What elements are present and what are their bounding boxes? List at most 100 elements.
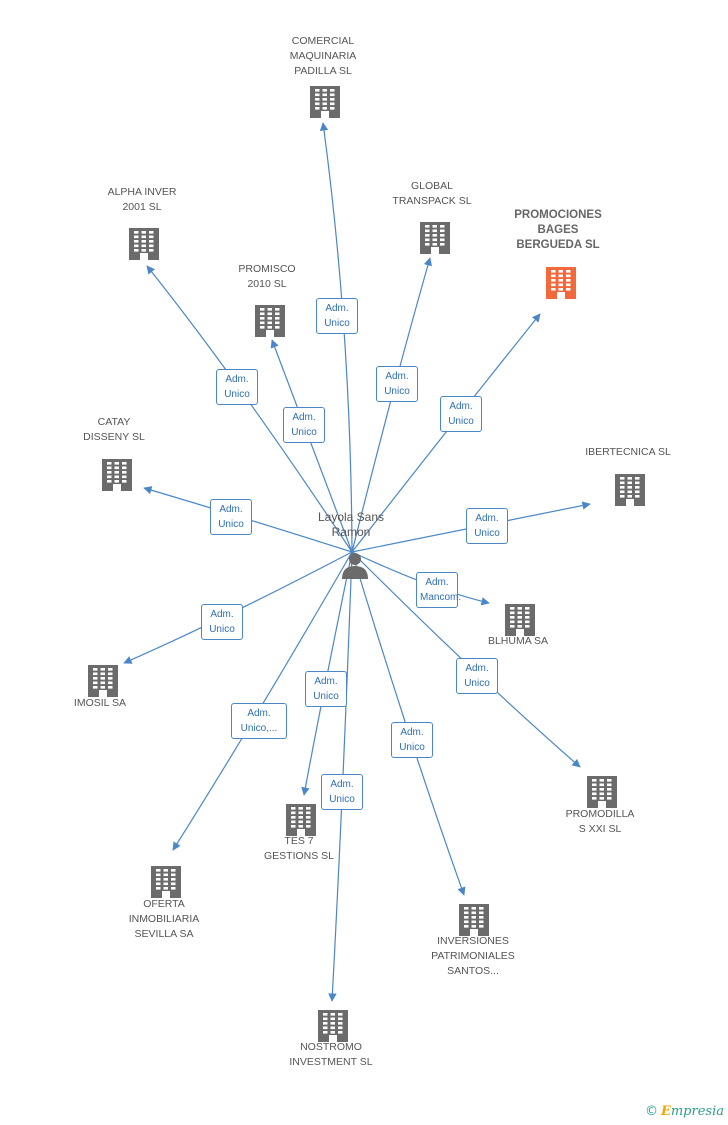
building-window bbox=[93, 672, 98, 676]
building-window bbox=[267, 308, 272, 311]
building-window bbox=[620, 477, 625, 480]
company-name-nostromo[interactable]: NOSTROMO INVESTMENT SL bbox=[289, 1041, 373, 1068]
building-window bbox=[432, 225, 437, 228]
building-window bbox=[330, 1031, 335, 1034]
company-name-catay[interactable]: CATAY DISSENY SL bbox=[83, 416, 145, 443]
building-window bbox=[149, 249, 154, 252]
building-window bbox=[156, 887, 161, 890]
building-window bbox=[479, 916, 484, 919]
building-window bbox=[149, 235, 154, 239]
relation-label-global[interactable]: Adm. Unico bbox=[376, 366, 418, 402]
building-window bbox=[592, 788, 597, 791]
building-window bbox=[635, 495, 640, 498]
building-window bbox=[510, 616, 515, 619]
building-window bbox=[592, 783, 597, 787]
building-window bbox=[107, 462, 112, 465]
relation-label-ibertecnica[interactable]: Adm. Unico bbox=[466, 508, 508, 544]
building-window bbox=[306, 816, 311, 819]
relation-label-tes7[interactable]: Adm. Unico bbox=[305, 671, 347, 707]
company-name-ibertecnica[interactable]: IBERTECNICA SL bbox=[585, 446, 671, 458]
relation-label-inversiones[interactable]: Adm. Unico bbox=[391, 722, 433, 758]
building-window bbox=[607, 788, 612, 791]
building-window bbox=[149, 244, 154, 248]
building-window bbox=[149, 231, 154, 234]
building-window bbox=[156, 869, 161, 872]
company-name-comercial[interactable]: COMERCIAL MAQUINARIA PADILLA SL bbox=[289, 35, 357, 77]
company-name-promociones[interactable]: PROMOCIONES BAGES BERGUEDA SL bbox=[514, 209, 602, 251]
building-window bbox=[517, 611, 522, 615]
relation-label-oferta[interactable]: Adm. Unico,... bbox=[231, 703, 287, 739]
company-name-blhuma[interactable]: BLHUMA SA bbox=[487, 635, 549, 647]
building-window bbox=[171, 887, 176, 890]
building-window bbox=[525, 625, 530, 628]
company-name-oferta[interactable]: OFERTA INMOBILIARIA SEVILLA SA bbox=[128, 898, 200, 940]
building-window bbox=[114, 466, 119, 470]
building-window bbox=[525, 620, 530, 624]
building-window bbox=[323, 1026, 328, 1030]
building-window bbox=[291, 811, 296, 815]
building-window bbox=[592, 797, 597, 800]
building-window bbox=[464, 911, 469, 915]
building-window bbox=[471, 925, 476, 928]
building-window bbox=[114, 480, 119, 483]
person-name[interactable]: Layola Sans Ramon bbox=[317, 510, 385, 539]
building-window bbox=[525, 611, 530, 615]
relation-label-comercial[interactable]: Adm. Unico bbox=[316, 298, 358, 334]
building-window bbox=[323, 1017, 328, 1021]
building-window bbox=[338, 1013, 343, 1016]
relation-label-alpha[interactable]: Adm. Unico bbox=[216, 369, 258, 405]
building-window bbox=[306, 811, 311, 815]
building-window bbox=[566, 283, 571, 287]
building-window bbox=[464, 925, 469, 928]
building-window bbox=[107, 480, 112, 483]
person-icon[interactable] bbox=[342, 553, 368, 579]
building-window bbox=[599, 788, 604, 791]
building-window bbox=[566, 288, 571, 291]
company-name-global[interactable]: GLOBAL TRANSPACK SL bbox=[392, 180, 472, 207]
building-window bbox=[551, 288, 556, 291]
building-window bbox=[291, 825, 296, 828]
company-name-tes7[interactable]: TES 7 GESTIONS SL bbox=[263, 835, 335, 862]
building-window bbox=[108, 677, 113, 680]
building-window bbox=[510, 607, 515, 610]
company-name-alpha[interactable]: ALPHA INVER 2001 SL bbox=[107, 186, 177, 213]
company-name-promisco[interactable]: PROMISCO 2010 SL bbox=[238, 263, 296, 290]
building-window bbox=[517, 607, 522, 610]
building-window bbox=[275, 321, 280, 325]
building-window bbox=[635, 477, 640, 480]
relation-label-promociones[interactable]: Adm. Unico bbox=[440, 396, 482, 432]
building-window bbox=[267, 321, 272, 325]
building-window bbox=[425, 229, 430, 233]
relation-label-nostromo[interactable]: Adm. Unico bbox=[321, 774, 363, 810]
building-window bbox=[315, 89, 320, 92]
relation-label-imosil[interactable]: Adm. Unico bbox=[201, 604, 243, 640]
building-window bbox=[322, 102, 327, 106]
building-window bbox=[338, 1017, 343, 1021]
building-window bbox=[330, 1013, 335, 1016]
company-name-imosil[interactable]: IMOSIL SA bbox=[73, 697, 127, 709]
company-name-promodilla[interactable]: PROMODILLA S XXI SL bbox=[565, 808, 635, 835]
company-name-inversiones[interactable]: INVERSIONES PATRIMONIALES SANTOS... bbox=[431, 935, 515, 977]
building-window bbox=[599, 797, 604, 800]
relation-label-promisco[interactable]: Adm. Unico bbox=[283, 407, 325, 443]
building-window bbox=[479, 911, 484, 915]
building-window bbox=[517, 620, 522, 624]
building-window bbox=[156, 882, 161, 886]
building-window bbox=[510, 611, 515, 615]
edge-global bbox=[351, 257, 432, 553]
relation-label-blhuma[interactable]: Adm. Mancom. bbox=[416, 572, 461, 608]
building-window bbox=[510, 625, 515, 628]
building-window bbox=[93, 668, 98, 671]
building-window bbox=[141, 244, 146, 248]
building-window bbox=[566, 279, 571, 282]
building-window bbox=[122, 475, 127, 479]
building-window bbox=[108, 668, 113, 671]
relation-label-catay[interactable]: Adm. Unico bbox=[210, 499, 252, 535]
building-window bbox=[93, 681, 98, 685]
building-window bbox=[525, 607, 530, 610]
building-window bbox=[315, 98, 320, 101]
relation-label-promodilla[interactable]: Adm. Unico bbox=[456, 658, 498, 694]
building-window bbox=[330, 1017, 335, 1021]
building-window bbox=[108, 686, 113, 689]
